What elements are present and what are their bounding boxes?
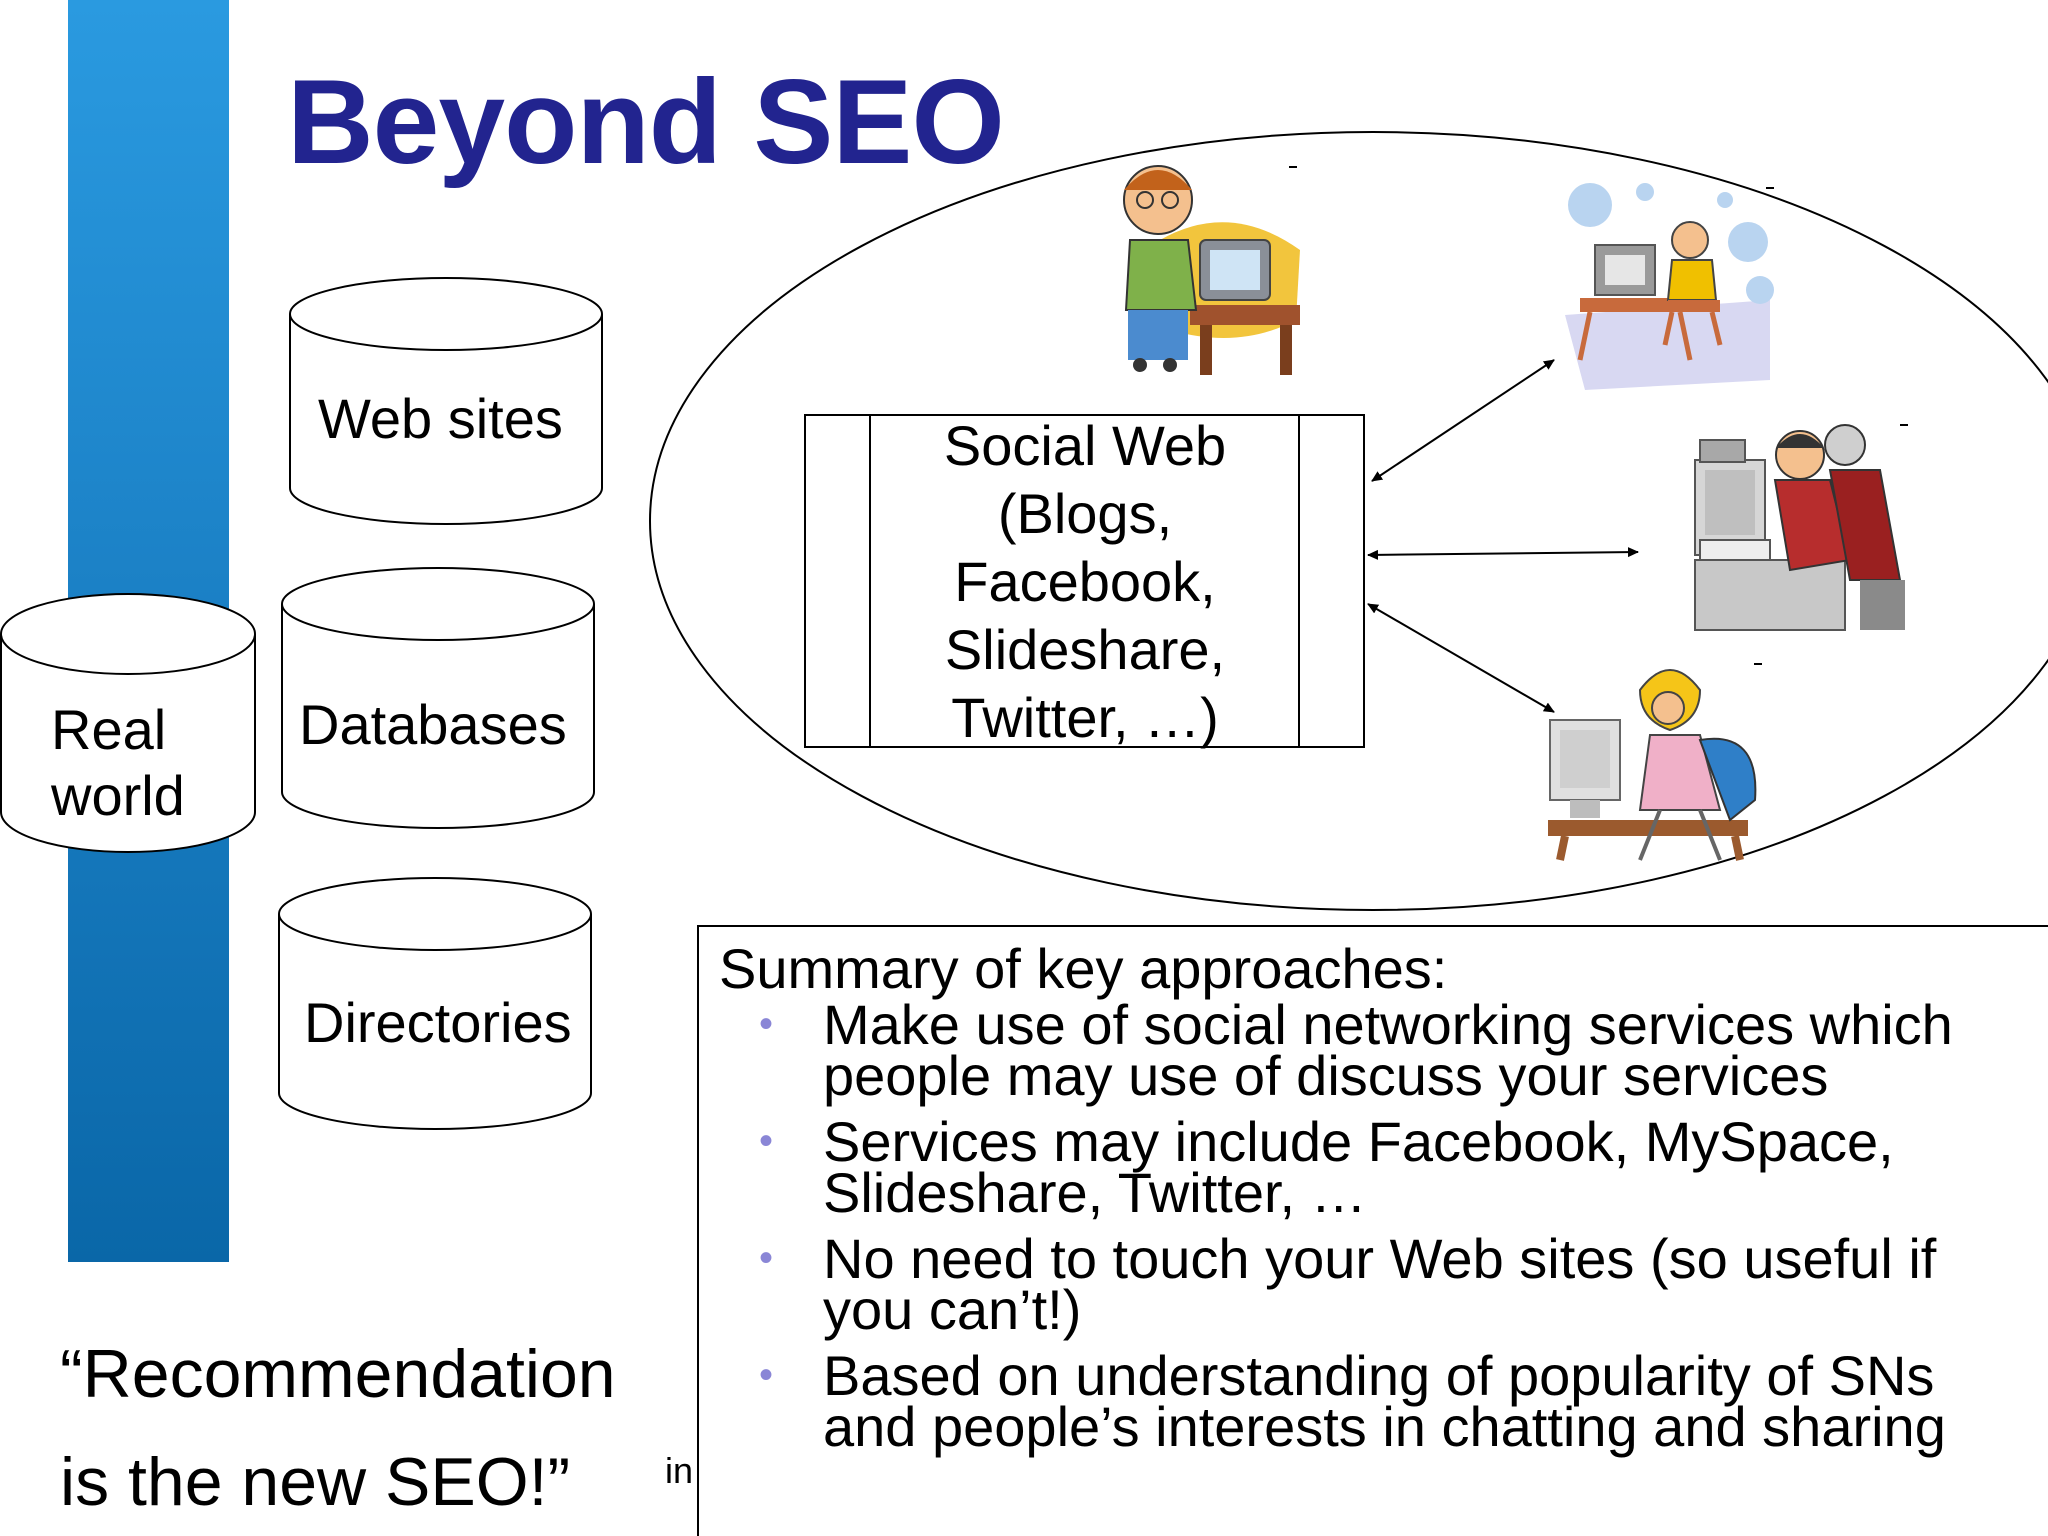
real-world-line-2: world: [51, 764, 185, 827]
man-at-computer-icon: [1694, 424, 1905, 631]
summary-item: • Based on understanding of popularity o…: [699, 1344, 2029, 1458]
databases-label: Databases: [299, 693, 567, 756]
quote-line-1: “Recommendation: [60, 1336, 616, 1412]
summary-item-line: people may use of discuss your services: [823, 1044, 1829, 1107]
summary-item-line: No need to touch your Web sites (so usef…: [823, 1227, 1937, 1290]
slide-title: Beyond SEO: [287, 55, 1005, 189]
seo-quote: “Recommendation is the new SEO!”: [60, 1320, 700, 1536]
social-web-box: [804, 414, 1365, 748]
woman-at-computer-icon: [1548, 669, 1757, 861]
bullet-icon: •: [759, 1353, 774, 1397]
summary-item-line: Slideshare, Twitter, …: [823, 1161, 1367, 1224]
summary-item-line: you can’t!): [823, 1278, 1082, 1341]
bullet-icon: •: [759, 1236, 774, 1280]
social-web-line-1: Social Web: [943, 414, 1227, 477]
summary-item-line: and people’s interests in chatting and s…: [823, 1395, 1946, 1458]
quote-line-2: is the new SEO!”: [60, 1444, 571, 1520]
cylinder-directories: [278, 877, 592, 1130]
partial-footer-text: in: [665, 1450, 694, 1491]
summary-item-line: Based on understanding of popularity of …: [823, 1344, 1935, 1407]
summary-item: • Make use of social networking services…: [699, 993, 2029, 1107]
summary-item: • Services may include Facebook, MySpace…: [699, 1110, 2029, 1224]
person-at-computer-icon: [1123, 165, 1300, 375]
summary-item-line: Make use of social networking services w…: [823, 993, 1953, 1056]
real-world-line-1: Real: [51, 698, 167, 761]
social-web-line-2: (Blogs,: [997, 482, 1173, 545]
summary-heading: Summary of key approaches:: [719, 937, 1448, 1000]
child-at-computer-icon: [1565, 183, 1774, 390]
arrow-to-top-right: [1371, 359, 1555, 482]
arrow-to-right: [1367, 547, 1639, 560]
summary-item-line: Services may include Facebook, MySpace,: [823, 1110, 1894, 1173]
summary-list: • Make use of social networking services…: [699, 993, 2029, 1467]
social-web-line-4: Slideshare,: [944, 618, 1226, 681]
bullet-icon: •: [759, 1119, 774, 1163]
arrow-to-bottom-right: [1367, 603, 1555, 713]
social-ellipse: [649, 131, 2048, 911]
social-web-line-5: Twitter, …): [951, 686, 1219, 749]
cylinder-web-sites: [289, 277, 603, 525]
web-sites-label: Web sites: [318, 387, 563, 450]
cylinder-databases: [281, 567, 595, 829]
social-web-label: Social Web (Blogs, Facebook, Slideshare,…: [872, 412, 1298, 752]
real-world-label: Real world: [51, 697, 185, 829]
social-web-line-3: Facebook,: [954, 550, 1216, 613]
directories-label: Directories: [304, 991, 572, 1054]
summary-box: Summary of key approaches: • Make use of…: [697, 925, 2048, 1536]
summary-item: • No need to touch your Web sites (so us…: [699, 1227, 2029, 1341]
bullet-icon: •: [759, 1002, 774, 1046]
cylinder-real-world: [0, 593, 256, 853]
